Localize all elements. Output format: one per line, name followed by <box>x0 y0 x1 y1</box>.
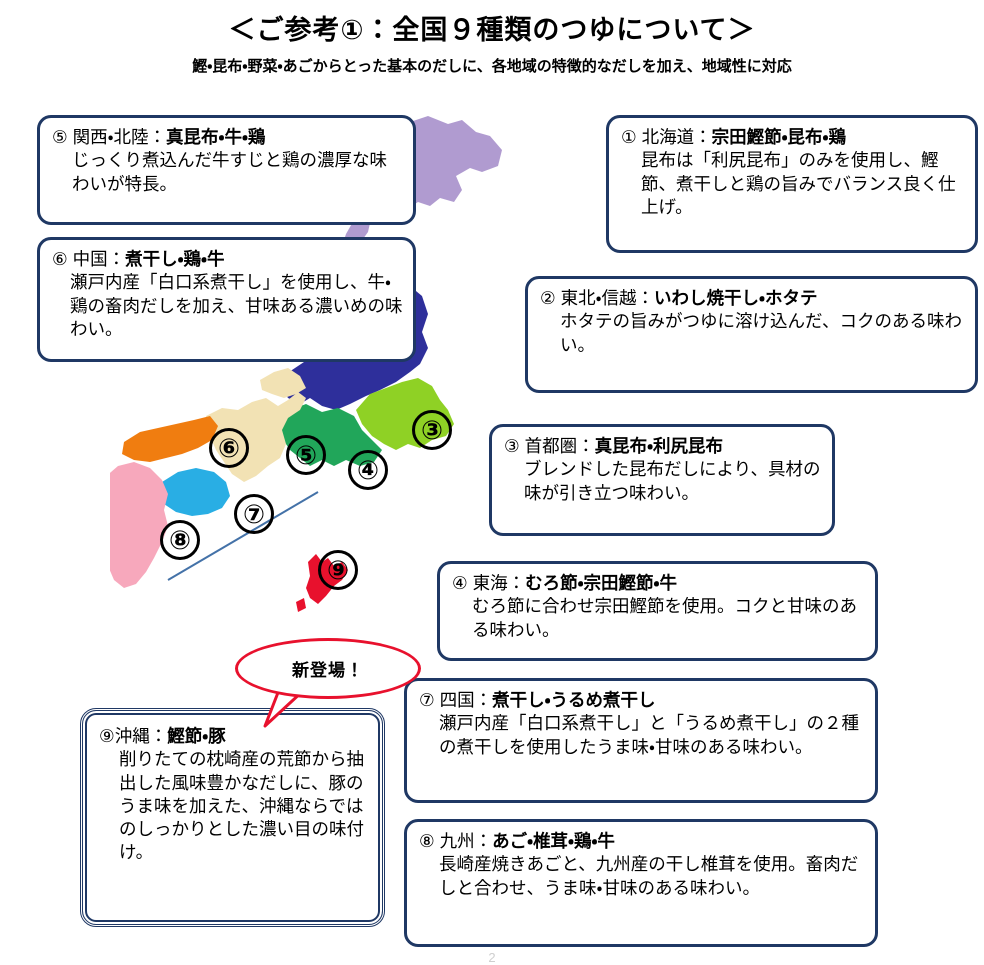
callout-box-7[interactable]: ⑦ 四国：煮干し・うるめ煮干し 瀬戸内産「白口系煮干し」と「うるめ煮干し」の２種… <box>404 678 878 803</box>
callout-8-ingredients: あご・椎茸・鶏・牛 <box>492 831 615 851</box>
map-region-hokuriku-strip <box>260 368 306 398</box>
callout-1-ingredients: 宗田鰹節・昆布・鶏 <box>711 127 846 147</box>
callout-7-ingredients: 煮干し・うるめ煮干し <box>492 690 656 710</box>
callout-box-1[interactable]: ① 北海道：宗田鰹節・昆布・鶏 昆布は「利尻昆布」のみを使用し、鰹節、煮干しと鶏… <box>606 115 978 253</box>
callout-box-2[interactable]: ② 東北・信越：いわし焼干し・ホタテ ホタテの旨みがつゆに溶け込んだ、コクのある… <box>525 276 978 393</box>
callout-box-5[interactable]: ⑤ 関西・北陸：真昆布・牛・鶏 じっくり煮込んだ牛すじと鶏の濃厚な味わいが特長。 <box>37 115 416 225</box>
callout-9-region: 沖縄： <box>114 726 168 746</box>
map-marker-4: ④ <box>348 450 388 490</box>
callout-8-heading: ⑧ 九州：あご・椎茸・鶏・牛 <box>419 830 865 853</box>
callout-2-heading: ② 東北・信越：いわし焼干し・ホタテ <box>540 287 965 310</box>
new-arrival-label: 新登場！ <box>235 638 421 699</box>
callout-6-ingredients: 煮干し・鶏・牛 <box>125 249 225 269</box>
map-region-okinawa-islet <box>296 598 306 612</box>
callout-1-heading: ① 北海道：宗田鰹節・昆布・鶏 <box>621 126 965 149</box>
callout-box-4[interactable]: ④ 東海：むろ節・宗田鰹節・牛 むろ節に合わせ宗田鰹節を使用。コクと甘味のある味… <box>437 561 878 661</box>
page-title: ＜ご参考①：全国９種類のつゆについて＞ <box>228 15 756 45</box>
callout-1-number: ① <box>621 127 637 147</box>
callout-1-description: 昆布は「利尻昆布」のみを使用し、鰹節、煮干しと鶏の旨みでバランス良く仕上げ。 <box>641 150 956 217</box>
page-subtitle: 鰹・昆布・野菜・あごからとった基本のだしに、各地域の特徴的なだしを加え、地域性に… <box>192 58 792 75</box>
callout-4-ingredients: むろ節・宗田鰹節・牛 <box>525 573 677 593</box>
okinawa-divider-line <box>167 491 319 581</box>
callout-7-description: 瀬戸内産「白口系煮干し」と「うるめ煮干し」の２種の煮干しを使用したうま味・甘味の… <box>439 713 859 757</box>
map-marker-3: ③ <box>412 410 452 450</box>
callout-4-region: 東海： <box>472 573 526 593</box>
map-region-shikoku <box>158 468 230 516</box>
callout-6-number: ⑥ <box>52 249 68 269</box>
callout-5-ingredients: 真昆布・牛・鶏 <box>166 127 266 147</box>
callout-9-description: 削りたての枕崎産の荒節から抽出した風味豊かなだしに、豚のうま味を加えた、沖縄なら… <box>119 749 364 863</box>
callout-8-region: 九州： <box>439 831 493 851</box>
callout-2-ingredients: いわし焼干し・ホタテ <box>654 288 818 308</box>
callout-6-heading: ⑥ 中国：煮干し・鶏・牛 <box>52 248 403 271</box>
callout-1-region: 北海道： <box>641 127 712 147</box>
callout-3-region: 首都圏： <box>524 436 595 456</box>
callout-7-number: ⑦ <box>419 690 435 710</box>
callout-7-region: 四国： <box>439 690 493 710</box>
callout-4-number: ④ <box>452 573 468 593</box>
callout-5-description: じっくり煮込んだ牛すじと鶏の濃厚な味わいが特長。 <box>72 150 387 194</box>
callout-box-9[interactable]: ⑨沖縄：鰹節・豚 削りたての枕崎産の荒節から抽出した風味豊かなだしに、豚のうま味… <box>80 708 385 927</box>
callout-box-8[interactable]: ⑧ 九州：あご・椎茸・鶏・牛 長崎産焼きあごと、九州産の干し椎茸を使用。畜肉だし… <box>404 819 878 947</box>
map-marker-7: ⑦ <box>234 494 274 534</box>
callout-box-6[interactable]: ⑥ 中国：煮干し・鶏・牛 瀬戸内産「白口系煮干し」を使用し、牛・鶏の畜肉だしを加… <box>37 237 416 362</box>
callout-3-description: ブレンドした昆布だしにより、具材の味が引き立つ味わい。 <box>524 459 821 503</box>
callout-3-heading: ③ 首都圏：真昆布・利尻昆布 <box>504 435 822 458</box>
callout-3-number: ③ <box>504 436 520 456</box>
callout-5-heading: ⑤ 関西・北陸：真昆布・牛・鶏 <box>52 126 403 149</box>
callout-6-region: 中国： <box>72 249 126 269</box>
map-marker-6: ⑥ <box>209 428 249 468</box>
callout-3-ingredients: 真昆布・利尻昆布 <box>594 436 724 456</box>
callout-4-description: むろ節に合わせ宗田鰹節を使用。コクと甘味のある味わい。 <box>472 596 857 640</box>
map-region-chugoku <box>122 416 218 462</box>
map-marker-9: ⑨ <box>318 550 358 590</box>
callout-4-heading: ④ 東海：むろ節・宗田鰹節・牛 <box>452 572 865 595</box>
callout-2-description: ホタテの旨みがつゆに溶け込んだ、コクのある味わい。 <box>560 311 962 355</box>
callout-2-number: ② <box>540 288 556 308</box>
page-number: 2 <box>488 950 496 965</box>
callout-9-heading: ⑨沖縄：鰹節・豚 <box>99 725 368 748</box>
callout-5-number: ⑤ <box>52 127 68 147</box>
callout-8-description: 長崎産焼きあごと、九州産の干し椎茸を使用。畜肉だしと合わせ、うま味・甘味のある味… <box>439 854 859 898</box>
map-marker-5: ⑤ <box>286 435 326 475</box>
callout-9-ingredients: 鰹節・豚 <box>167 726 226 746</box>
callout-9-number: ⑨ <box>99 726 115 746</box>
callout-7-heading: ⑦ 四国：煮干し・うるめ煮干し <box>419 689 865 712</box>
new-arrival-badge: 新登場！ <box>235 638 421 728</box>
callout-box-3[interactable]: ③ 首都圏：真昆布・利尻昆布 ブレンドした昆布だしにより、具材の味が引き立つ味わ… <box>489 424 835 536</box>
callout-6-description: 瀬戸内産「白口系煮干し」を使用し、牛・鶏の畜肉だしを加え、甘味ある濃いめの味わい… <box>70 272 403 339</box>
map-region-kyushu <box>110 462 168 588</box>
callout-5-region: 関西・北陸： <box>72 127 167 147</box>
callout-2-region: 東北・信越： <box>560 288 655 308</box>
callout-8-number: ⑧ <box>419 831 435 851</box>
map-marker-8: ⑧ <box>160 520 200 560</box>
